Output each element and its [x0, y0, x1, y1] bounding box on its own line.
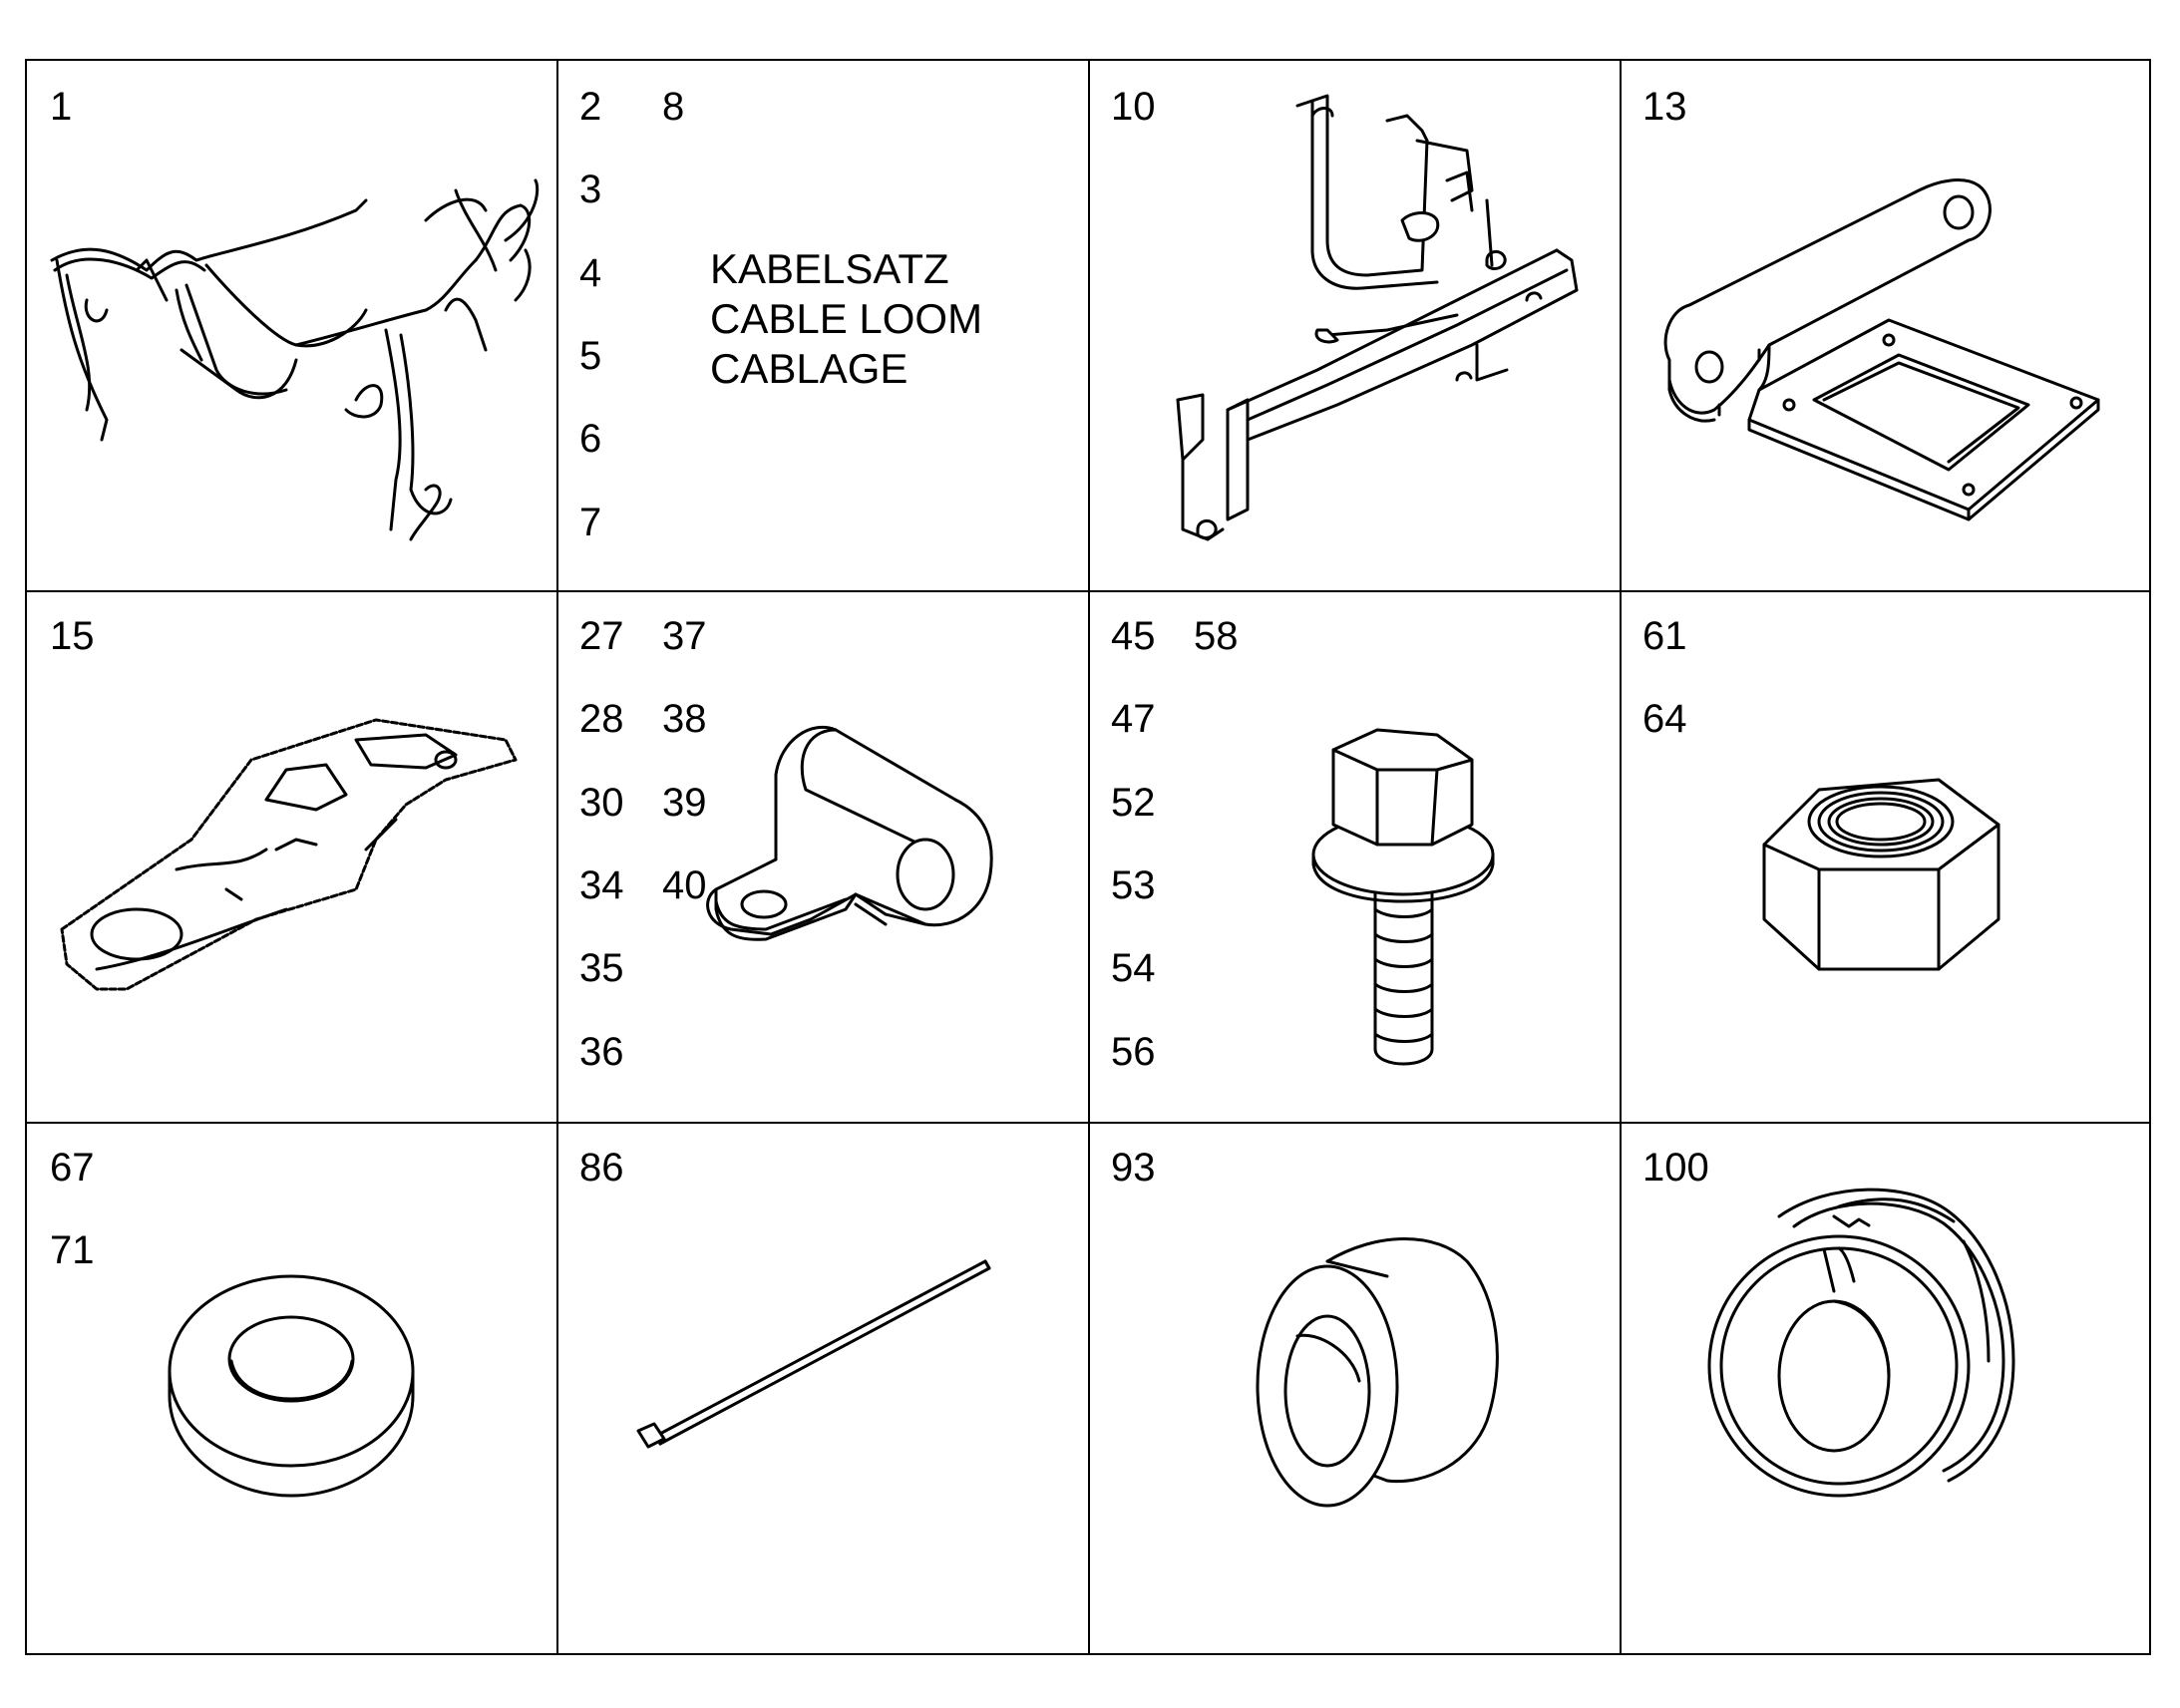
item-number: 7 [579, 501, 602, 544]
item-number: 56 [1111, 1030, 1156, 1074]
cable-harness-drawing [50, 178, 540, 541]
item-number: 53 [1111, 863, 1156, 907]
plate-bracket-drawing [1663, 178, 2100, 521]
cable-loom-label-fr: CABLAGE [710, 345, 908, 392]
cable-loom-label-en: CABLE LOOM [710, 295, 983, 342]
item-number: 30 [579, 781, 624, 825]
item-number: 27 [579, 614, 624, 658]
cell-15: 15 [27, 590, 556, 1122]
cell-61: 61 64 [1620, 590, 2153, 1122]
item-number: 8 [662, 85, 685, 129]
item-number: 58 [1194, 614, 1239, 658]
parts-grid: 1 2 3 4 5 6 [25, 59, 2151, 1655]
item-number: 15 [50, 614, 95, 658]
flat-washer-drawing [168, 1274, 415, 1498]
item-number: 52 [1111, 781, 1156, 825]
item-number: 54 [1111, 946, 1156, 990]
item-number: 61 [1642, 614, 1687, 658]
grid-divider [1620, 61, 1622, 1653]
cell-2: 2 3 4 5 6 7 8 KABELSATZ CABLE LOOM CABLA… [556, 61, 1088, 590]
cable-tie-drawing [636, 1259, 991, 1449]
item-number: 6 [579, 417, 602, 461]
grid-divider [27, 1122, 2149, 1124]
grid-divider [556, 61, 558, 1653]
item-number: 64 [1642, 697, 1687, 741]
cell-86: 86 [556, 1122, 1088, 1655]
item-number: 37 [662, 614, 707, 658]
item-number: 4 [579, 251, 602, 295]
item-number: 71 [50, 1228, 95, 1272]
cell-67: 67 71 [27, 1122, 556, 1655]
item-number: 1 [50, 85, 73, 129]
item-number: 13 [1642, 85, 1687, 129]
item-number: 5 [579, 334, 602, 378]
cell-27: 27 28 30 34 35 36 37 38 39 40 [556, 590, 1088, 1122]
cell-1: 1 [27, 61, 556, 590]
cell-45: 45 47 52 53 54 56 58 [1088, 590, 1620, 1122]
item-number: 38 [662, 697, 707, 741]
cell-13: 13 [1620, 61, 2153, 590]
item-number: 28 [579, 697, 624, 741]
cell-100: 100 [1620, 1122, 2153, 1655]
cell-10: 10 [1088, 61, 1620, 590]
sheet-metal-tab-drawing [60, 718, 518, 991]
cell-93: 93 [1088, 1122, 1620, 1655]
item-number: 10 [1111, 85, 1156, 129]
mounting-bracket-drawing [1176, 94, 1579, 541]
flange-bolt-drawing [1311, 728, 1495, 1066]
item-number: 39 [662, 781, 707, 825]
item-number: 67 [50, 1146, 95, 1190]
item-number: 86 [579, 1146, 624, 1190]
grid-divider [27, 590, 2149, 592]
grommet-drawing [1707, 1188, 2015, 1498]
item-number: 40 [662, 863, 707, 907]
item-number: 47 [1111, 697, 1156, 741]
p-clip-drawing [706, 725, 993, 941]
item-number: 36 [579, 1030, 624, 1074]
item-number: 2 [579, 85, 602, 129]
rubber-bushing-drawing [1256, 1237, 1499, 1508]
item-number: 3 [579, 168, 602, 211]
hex-nut-drawing [1762, 778, 2000, 971]
item-number: 100 [1642, 1146, 1709, 1190]
cable-loom-label-de: KABELSATZ [710, 245, 949, 292]
item-number: 45 [1111, 614, 1156, 658]
grid-divider [1088, 61, 1090, 1653]
item-number: 35 [579, 946, 624, 990]
item-number: 34 [579, 863, 624, 907]
item-number: 93 [1111, 1146, 1156, 1190]
